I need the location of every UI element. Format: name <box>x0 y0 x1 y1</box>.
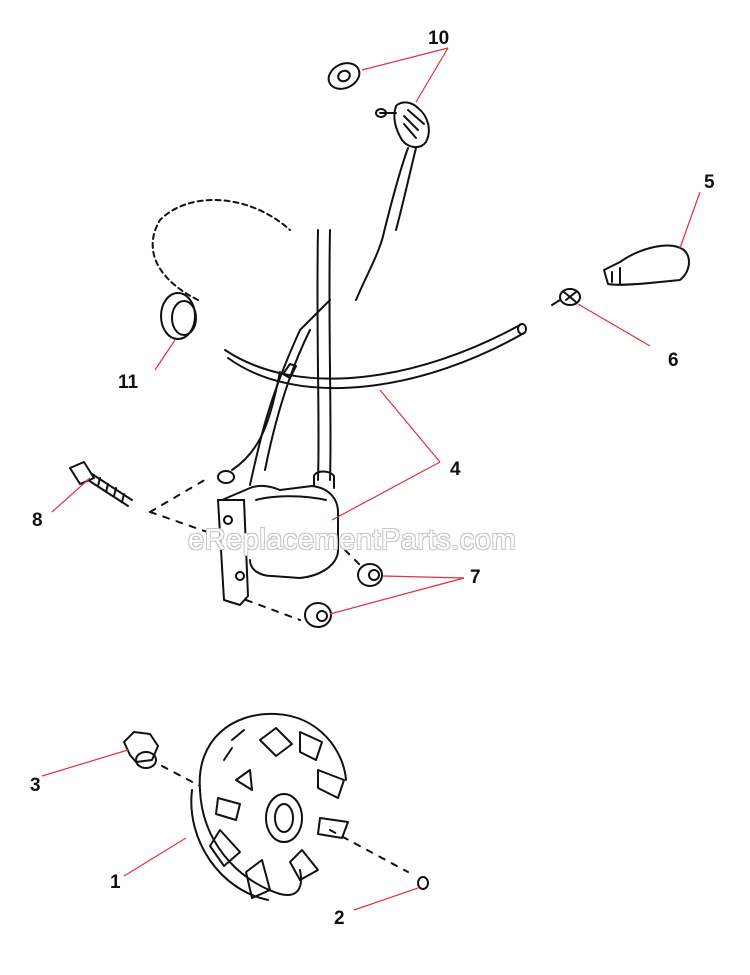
screw-icon <box>69 461 133 507</box>
spring-terminal-icon <box>551 288 581 306</box>
callout-10: 10 <box>428 28 450 49</box>
watermark: eReplacementParts.com <box>188 524 517 556</box>
callout-3: 3 <box>30 775 41 796</box>
flywheel-icon <box>190 712 349 901</box>
callout-1: 1 <box>110 872 121 893</box>
callout-4: 4 <box>450 459 461 480</box>
ignition-coil-icon <box>217 470 339 606</box>
spacer-icon <box>304 563 383 628</box>
callout-8: 8 <box>32 510 43 531</box>
callout-5: 5 <box>704 172 715 193</box>
woodruff-key-icon <box>417 876 429 890</box>
callout-7: 7 <box>470 567 481 588</box>
stop-switch-icon <box>355 101 430 301</box>
grommet-icon <box>160 292 197 340</box>
callout-11: 11 <box>118 372 139 393</box>
callout-6: 6 <box>668 350 679 371</box>
stop-switch-nut-icon <box>327 62 361 90</box>
spark-plug-boot-icon <box>603 244 690 286</box>
flywheel-nut-icon <box>123 731 159 769</box>
callout-2: 2 <box>334 908 345 929</box>
